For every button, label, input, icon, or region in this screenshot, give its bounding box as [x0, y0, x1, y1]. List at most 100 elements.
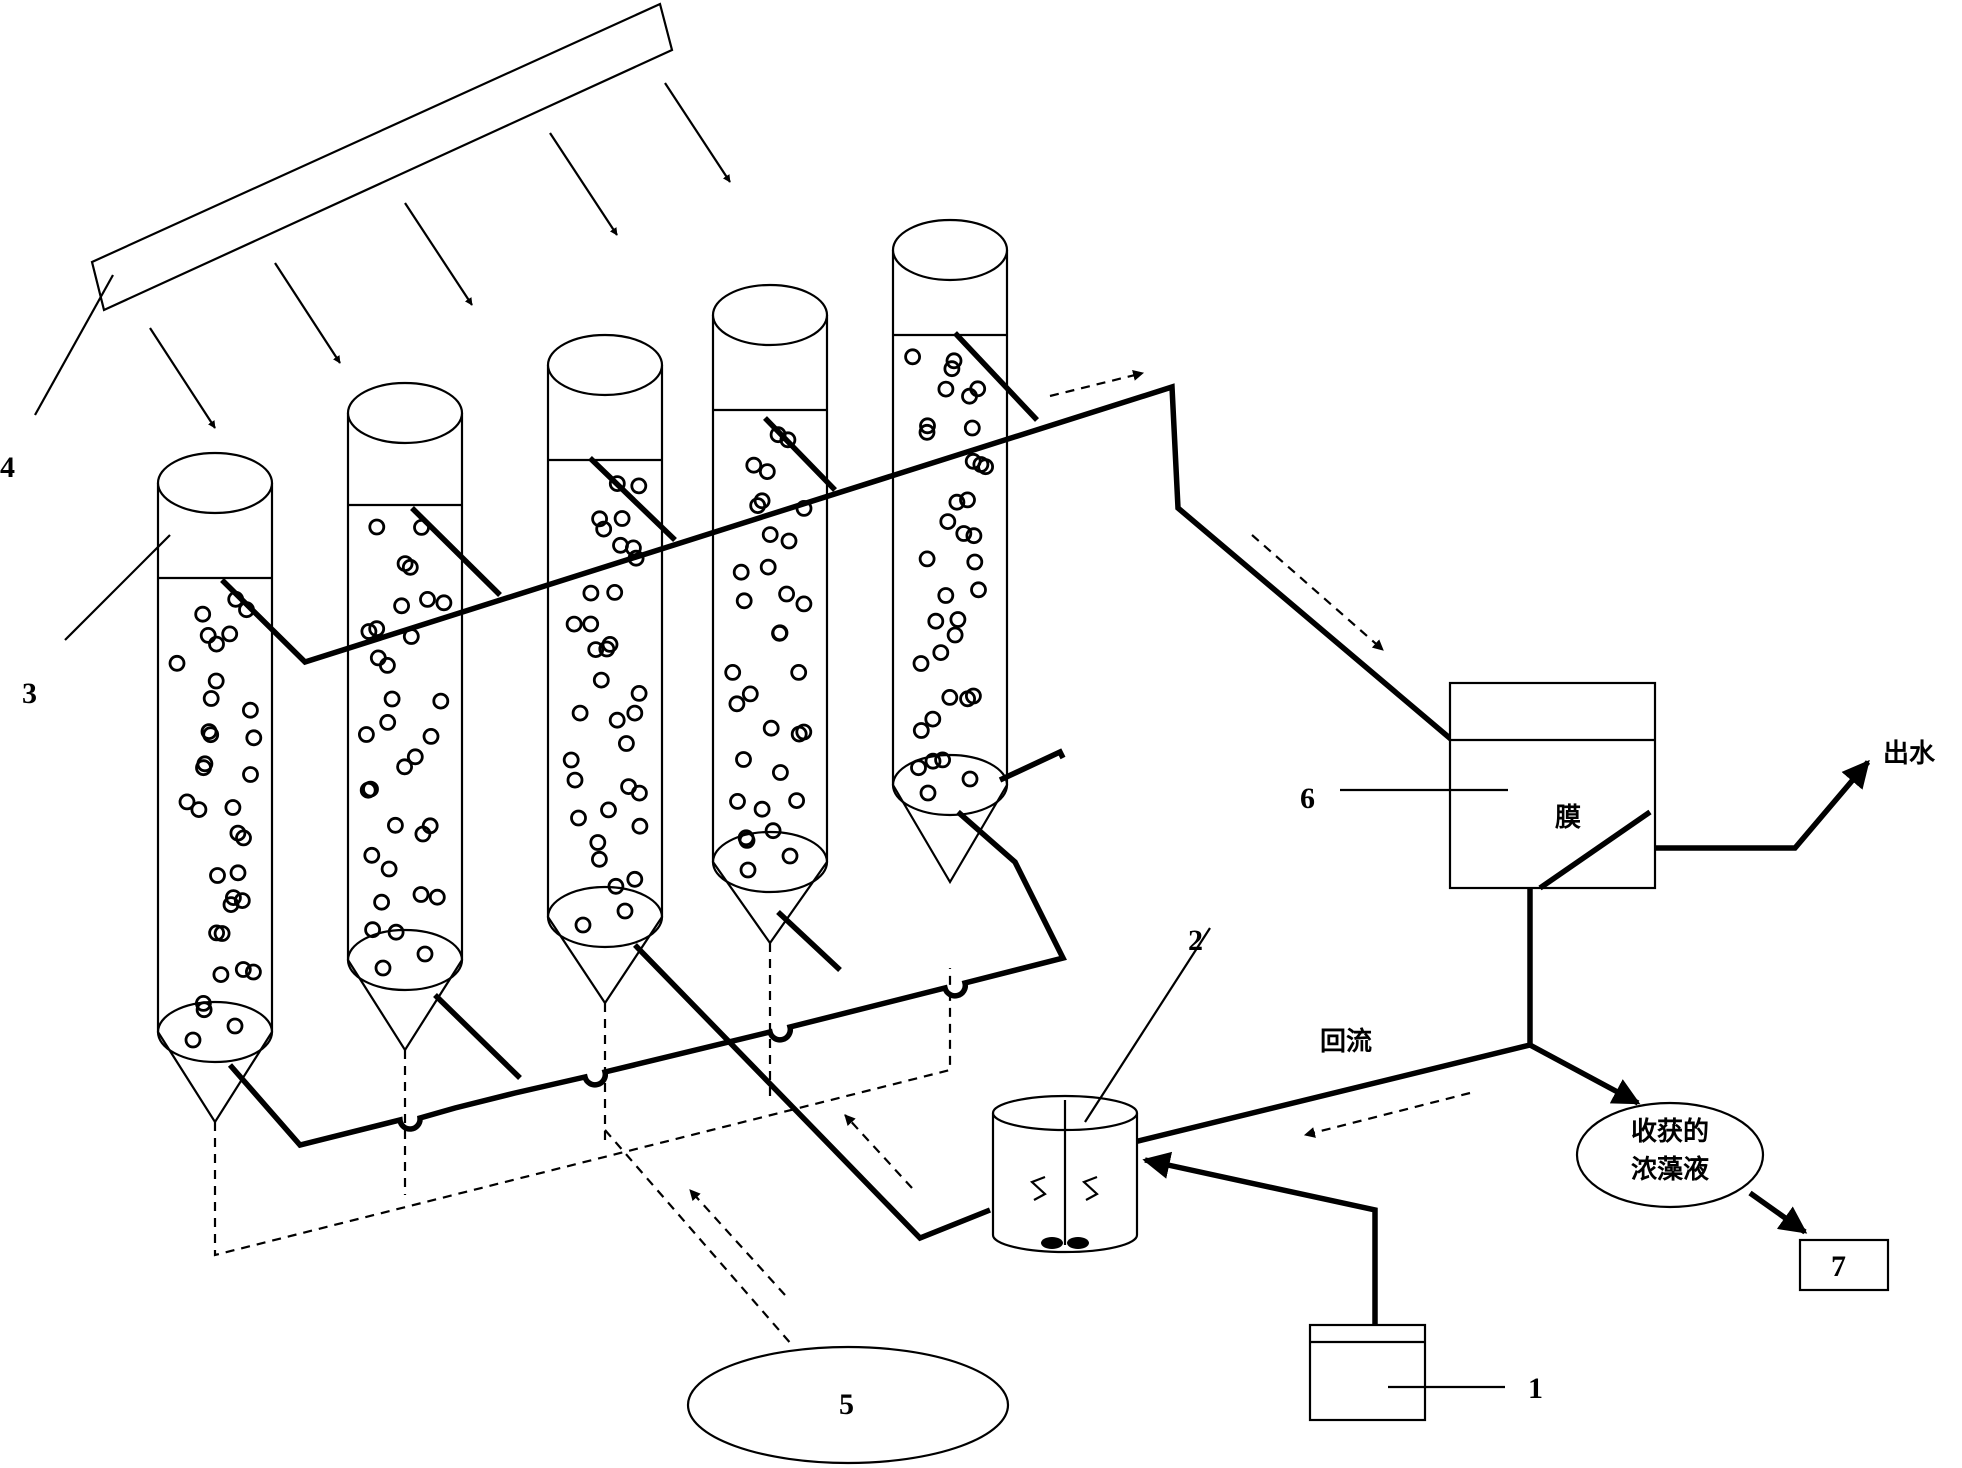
bubble [412, 886, 430, 903]
bubble [753, 800, 771, 818]
bubble [735, 592, 753, 610]
bubble [591, 850, 608, 868]
bubble [209, 867, 226, 884]
bubble [226, 1017, 244, 1035]
bubble [904, 348, 921, 366]
bubble [912, 722, 930, 739]
bubble [196, 755, 214, 773]
bubble [781, 847, 799, 865]
bubble [224, 889, 242, 906]
bubble [945, 352, 963, 370]
outlet-pipe: 出水 [1655, 739, 1936, 851]
bubble [966, 553, 984, 571]
bubble [565, 615, 583, 633]
bubble [200, 723, 218, 740]
bubble [969, 380, 987, 398]
reactor-column-1 [156, 451, 274, 1125]
bubble [771, 624, 789, 642]
harvested-algae-ellipse: 收获的 浓藻液 [1575, 1101, 1765, 1209]
mixing-tank: 2 [991, 924, 1211, 1254]
harvest-label-line1: 收获的 [1631, 1116, 1709, 1147]
bubble [728, 695, 746, 713]
bubble [943, 360, 961, 378]
flow-arrows [844, 370, 1471, 1189]
bubble [190, 801, 208, 818]
bubble [373, 893, 391, 911]
bubble [244, 963, 262, 981]
bubble [616, 902, 634, 920]
light-rays [149, 82, 731, 429]
reactor-column-3 [546, 333, 664, 1005]
air-pipe-network [213, 943, 952, 1346]
bubble [932, 644, 950, 661]
light-panel [90, 2, 674, 312]
bubble [937, 380, 955, 398]
bubble [939, 513, 957, 530]
bubble [364, 921, 382, 939]
label-6: 6 [1300, 782, 1315, 815]
bubble [221, 625, 239, 643]
bubble [208, 924, 226, 942]
bubble [406, 748, 424, 766]
harvest-label-line2: 浓藻液 [1631, 1155, 1709, 1185]
bubble [421, 817, 439, 835]
bubble [753, 492, 771, 510]
bubble [582, 584, 600, 602]
bubble [168, 654, 186, 672]
bubble [729, 793, 746, 810]
bubble [416, 945, 434, 963]
bubble [601, 636, 619, 653]
bubble [194, 995, 212, 1012]
feed-pipe [227, 748, 1067, 1242]
bubble [229, 824, 247, 842]
bubble [600, 801, 617, 819]
bubble [977, 458, 994, 476]
bubble [608, 475, 626, 493]
bubble [213, 925, 231, 942]
bubble [368, 620, 386, 638]
bubble [949, 611, 967, 628]
label-7: 7 [1831, 1250, 1846, 1283]
bubble [582, 615, 600, 633]
bubble [233, 892, 251, 909]
bubble [380, 860, 398, 878]
bubble [363, 846, 381, 864]
bubble [772, 764, 789, 781]
air-source: 5 [686, 1345, 1010, 1465]
bubble [591, 510, 608, 528]
bubble [374, 959, 392, 977]
bubble [199, 627, 217, 644]
bubble [934, 751, 951, 769]
label-3: 3 [22, 677, 37, 710]
bubble [195, 1001, 213, 1019]
bubble [724, 664, 742, 681]
photobioreactor-columns [156, 218, 1009, 1125]
bubble [625, 539, 642, 557]
bubble [419, 591, 436, 608]
bubble [608, 711, 626, 729]
bubble [963, 419, 981, 437]
bubble [924, 710, 942, 728]
bubble [919, 417, 936, 435]
label-5: 5 [839, 1388, 854, 1421]
bubble [178, 793, 196, 811]
bubble [566, 771, 584, 789]
bubble [758, 463, 776, 481]
bubble [595, 520, 613, 538]
bubble [242, 766, 259, 783]
bubble [739, 861, 757, 879]
bubble [790, 664, 808, 681]
bubble [396, 555, 414, 572]
bubble [245, 729, 263, 747]
bubble [208, 635, 225, 653]
bubble [207, 672, 225, 690]
bubble [965, 527, 983, 545]
bubble [562, 751, 580, 769]
bubble [570, 809, 587, 827]
overflow-pipe [220, 331, 1454, 743]
bubble [587, 641, 605, 658]
bubble [790, 725, 808, 743]
bubble [194, 605, 212, 623]
bubble [941, 689, 959, 706]
